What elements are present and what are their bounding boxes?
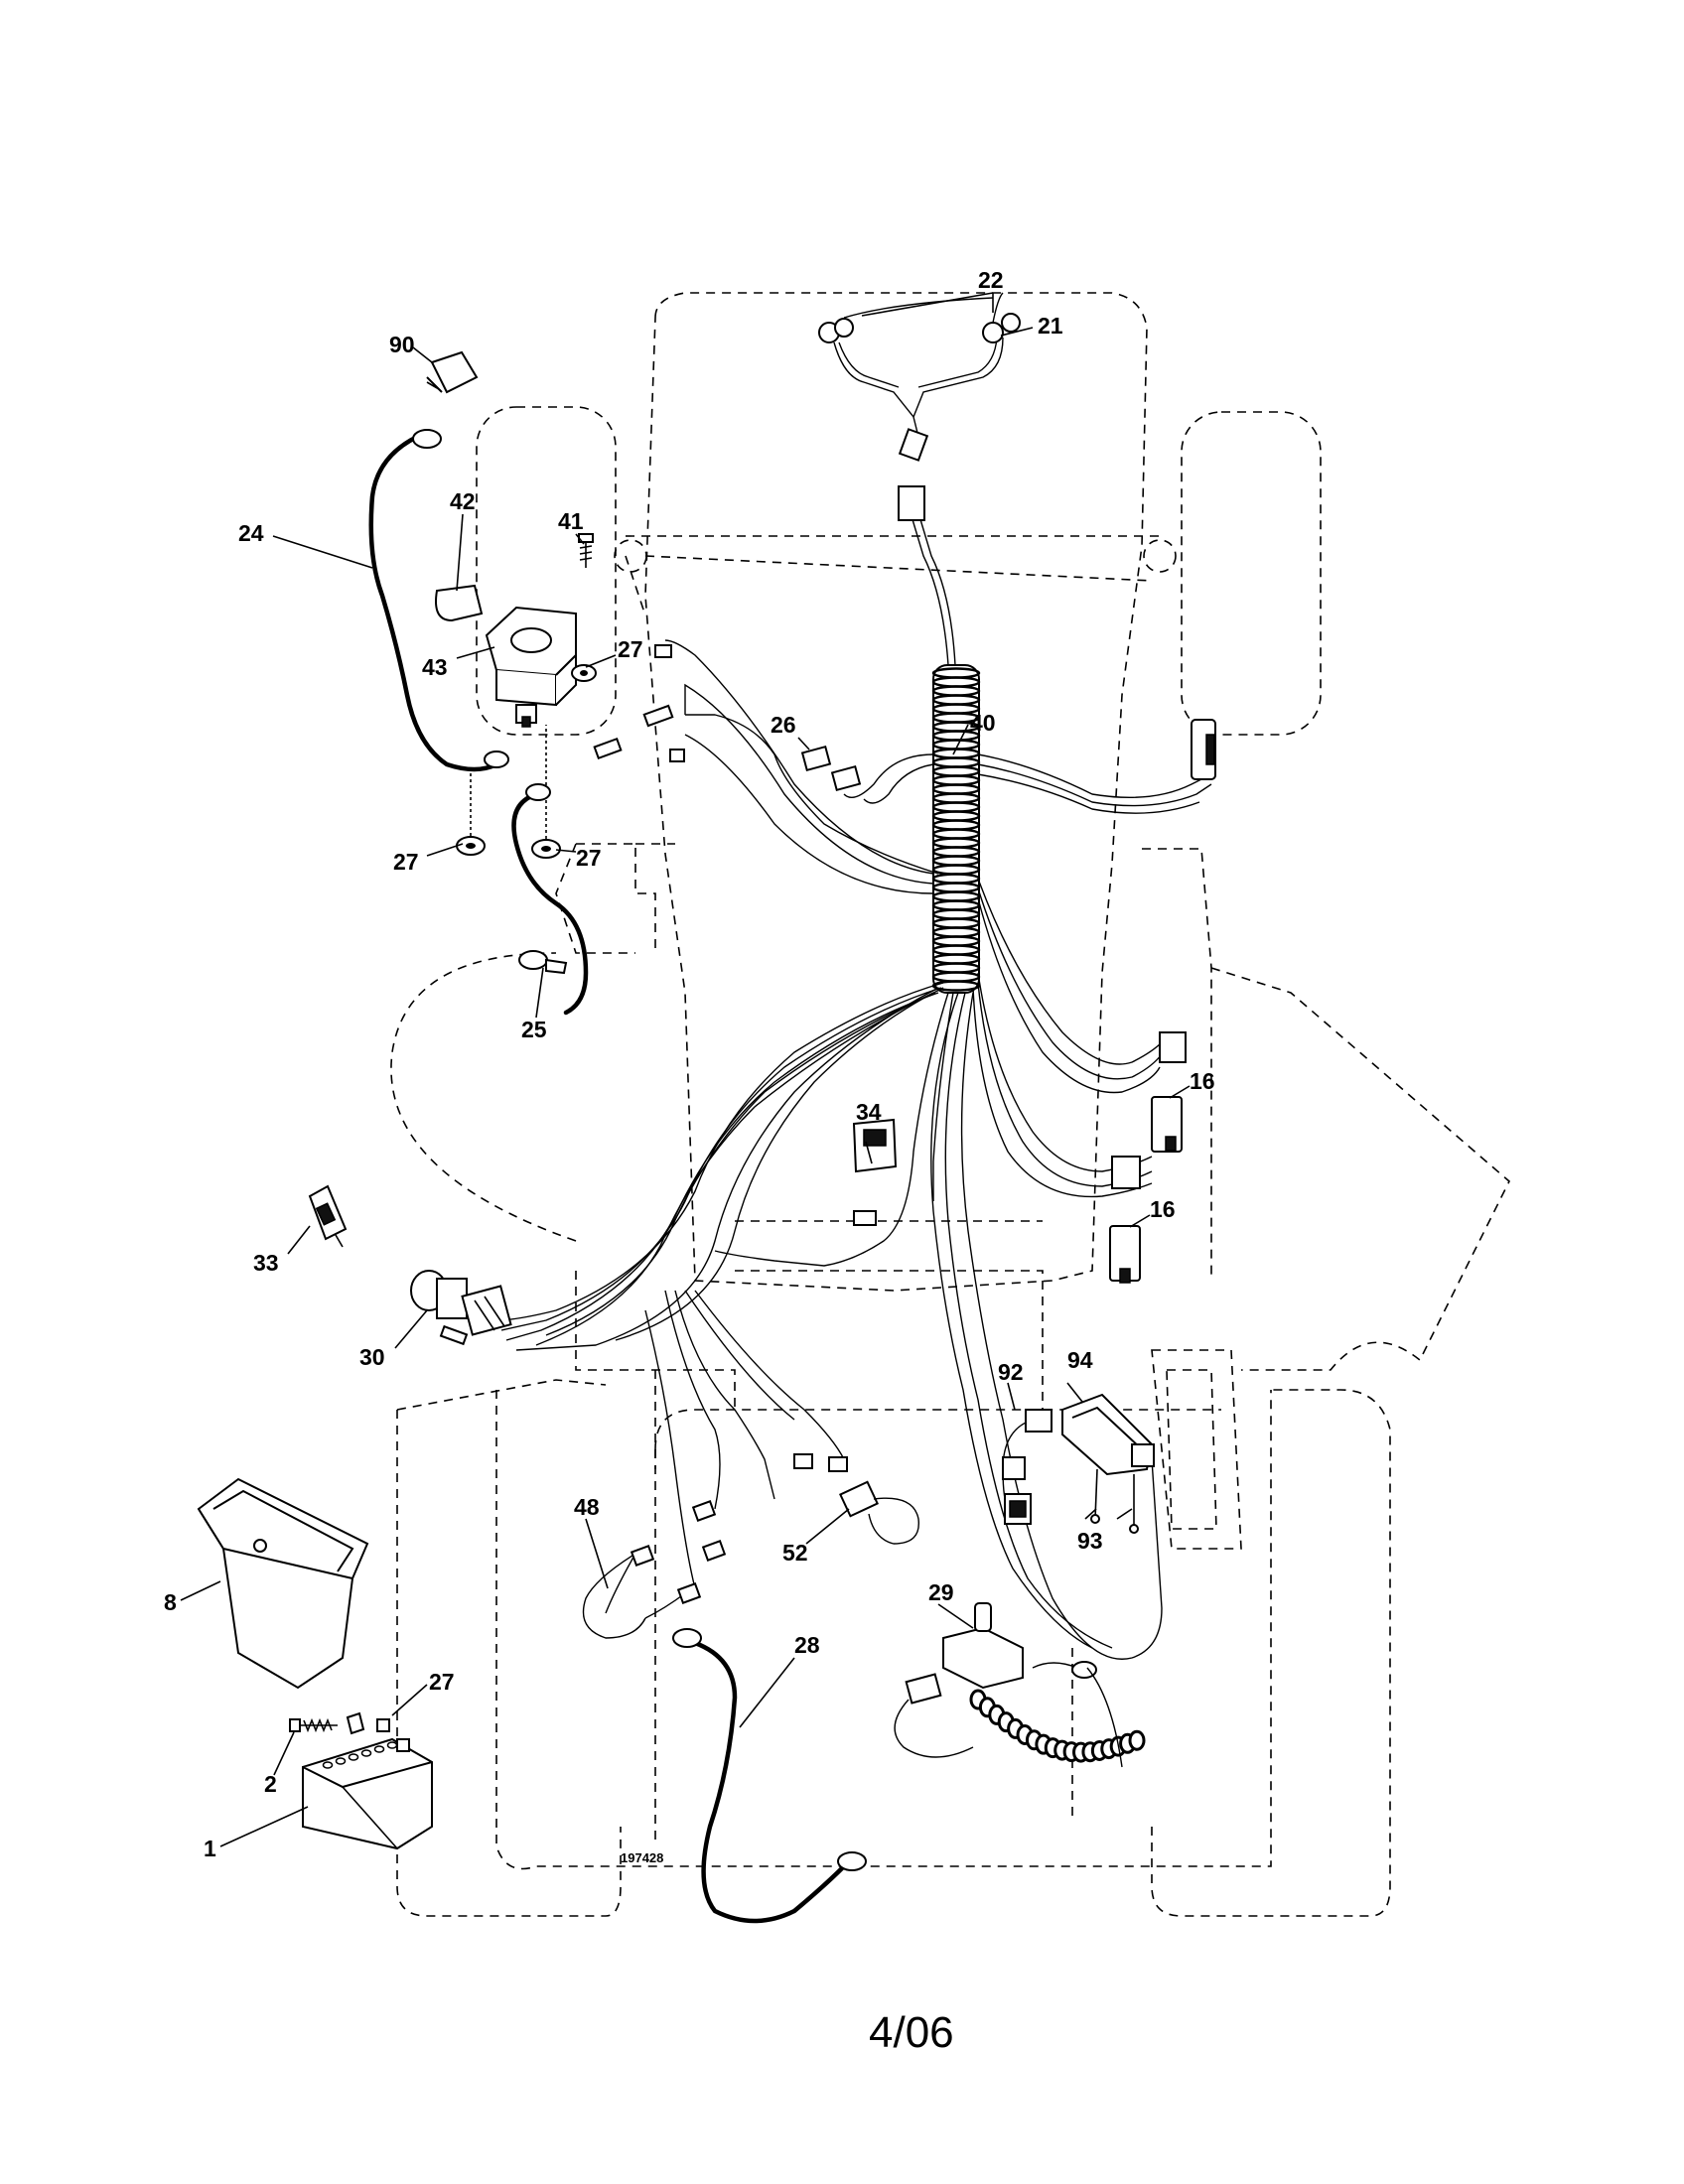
drawing-number: 197428 [621,1850,663,1865]
callout-52: 52 [782,1540,808,1566]
part-92-harness [1002,1409,1052,1525]
part-33-key [308,1184,348,1248]
callout-16-upper: 16 [1190,1068,1215,1094]
part-27-nut-center [531,839,561,859]
headlight-connector [898,428,929,462]
headlight-bulb-right [982,313,1021,343]
part-52-connector [793,1453,919,1545]
harness-conduit [931,664,981,994]
callout-90: 90 [389,332,415,357]
part-27-nut-battery [346,1711,390,1735]
part-48-fuse-holder [582,1500,727,1639]
part-24-battery-cable [368,434,499,772]
part-93-screws [1090,1468,1139,1534]
callout-27-upper: 27 [618,636,643,662]
part-29-pto-switch [894,1602,1146,1768]
callout-27-left: 27 [393,849,419,875]
callout-28: 28 [794,1632,820,1658]
callout-93: 93 [1077,1528,1103,1554]
part-30-ignition-switch [410,1270,512,1346]
part-27-nut-upper [571,664,597,682]
part-2-bolt [289,1717,338,1733]
callout-33: 33 [253,1250,279,1276]
callout-40: 40 [970,710,996,736]
part-28-ground-cable [692,1640,847,1924]
callout-26: 26 [771,712,796,738]
coil-cord-loop [1128,1729,1146,1751]
callout-34: 34 [856,1099,882,1125]
callout-92: 92 [998,1359,1024,1385]
battery-cell-cap [373,1745,385,1753]
callout-8: 8 [164,1589,177,1615]
callout-22: 22 [978,267,1004,293]
solenoid-wire-terminals [593,644,685,762]
callout-21: 21 [1038,313,1063,339]
part-90-terminal-cover [426,350,479,394]
callout-41: 41 [558,508,584,534]
callout-43: 43 [422,654,448,680]
callout-48: 48 [574,1494,600,1520]
part-25-starter-cable [511,791,589,1016]
leader-lines [180,292,1191,1847]
headlight-harness [818,292,1021,521]
callout-24: 24 [238,520,264,546]
battery-cell-cap [360,1749,372,1757]
battery-cell-cap [322,1761,334,1769]
battery-cell-cap [335,1757,347,1765]
callout-94: 94 [1067,1347,1093,1373]
part-34-switch [852,1118,898,1226]
part-94-module [1061,1393,1155,1476]
tractor-outline [390,292,1510,1917]
callout-labels: 90 24 42 41 43 27 27 27 27 25 22 21 26 4… [164,267,1215,1861]
part-43-solenoid [485,606,577,728]
callout-25: 25 [521,1017,547,1042]
footer-date: 4/06 [869,2008,954,2057]
harness-headlight-plug [898,485,925,521]
right-connector [1191,719,1216,780]
headlight-bulb-left [818,318,854,343]
callout-29: 29 [928,1579,954,1605]
part-16-switch-upper [1151,1031,1187,1153]
part-26-connectors [800,745,862,792]
part-42-boot [435,584,484,622]
part-27-nut-left [456,836,486,856]
battery-cell-cap [348,1753,359,1761]
callout-42: 42 [450,488,476,514]
part-1-battery [302,1737,433,1850]
callout-30: 30 [359,1344,385,1370]
callout-2: 2 [264,1771,277,1797]
wiring-harness [495,515,1212,1660]
callout-1: 1 [204,1836,216,1861]
part-16-switch-lower [1109,1156,1141,1284]
callout-16-lower: 16 [1150,1196,1176,1222]
callout-27-center: 27 [576,845,602,871]
callout-27-battery: 27 [429,1669,455,1695]
battery-cell-cap [386,1741,398,1749]
part-8-battery-tray [197,1477,369,1690]
